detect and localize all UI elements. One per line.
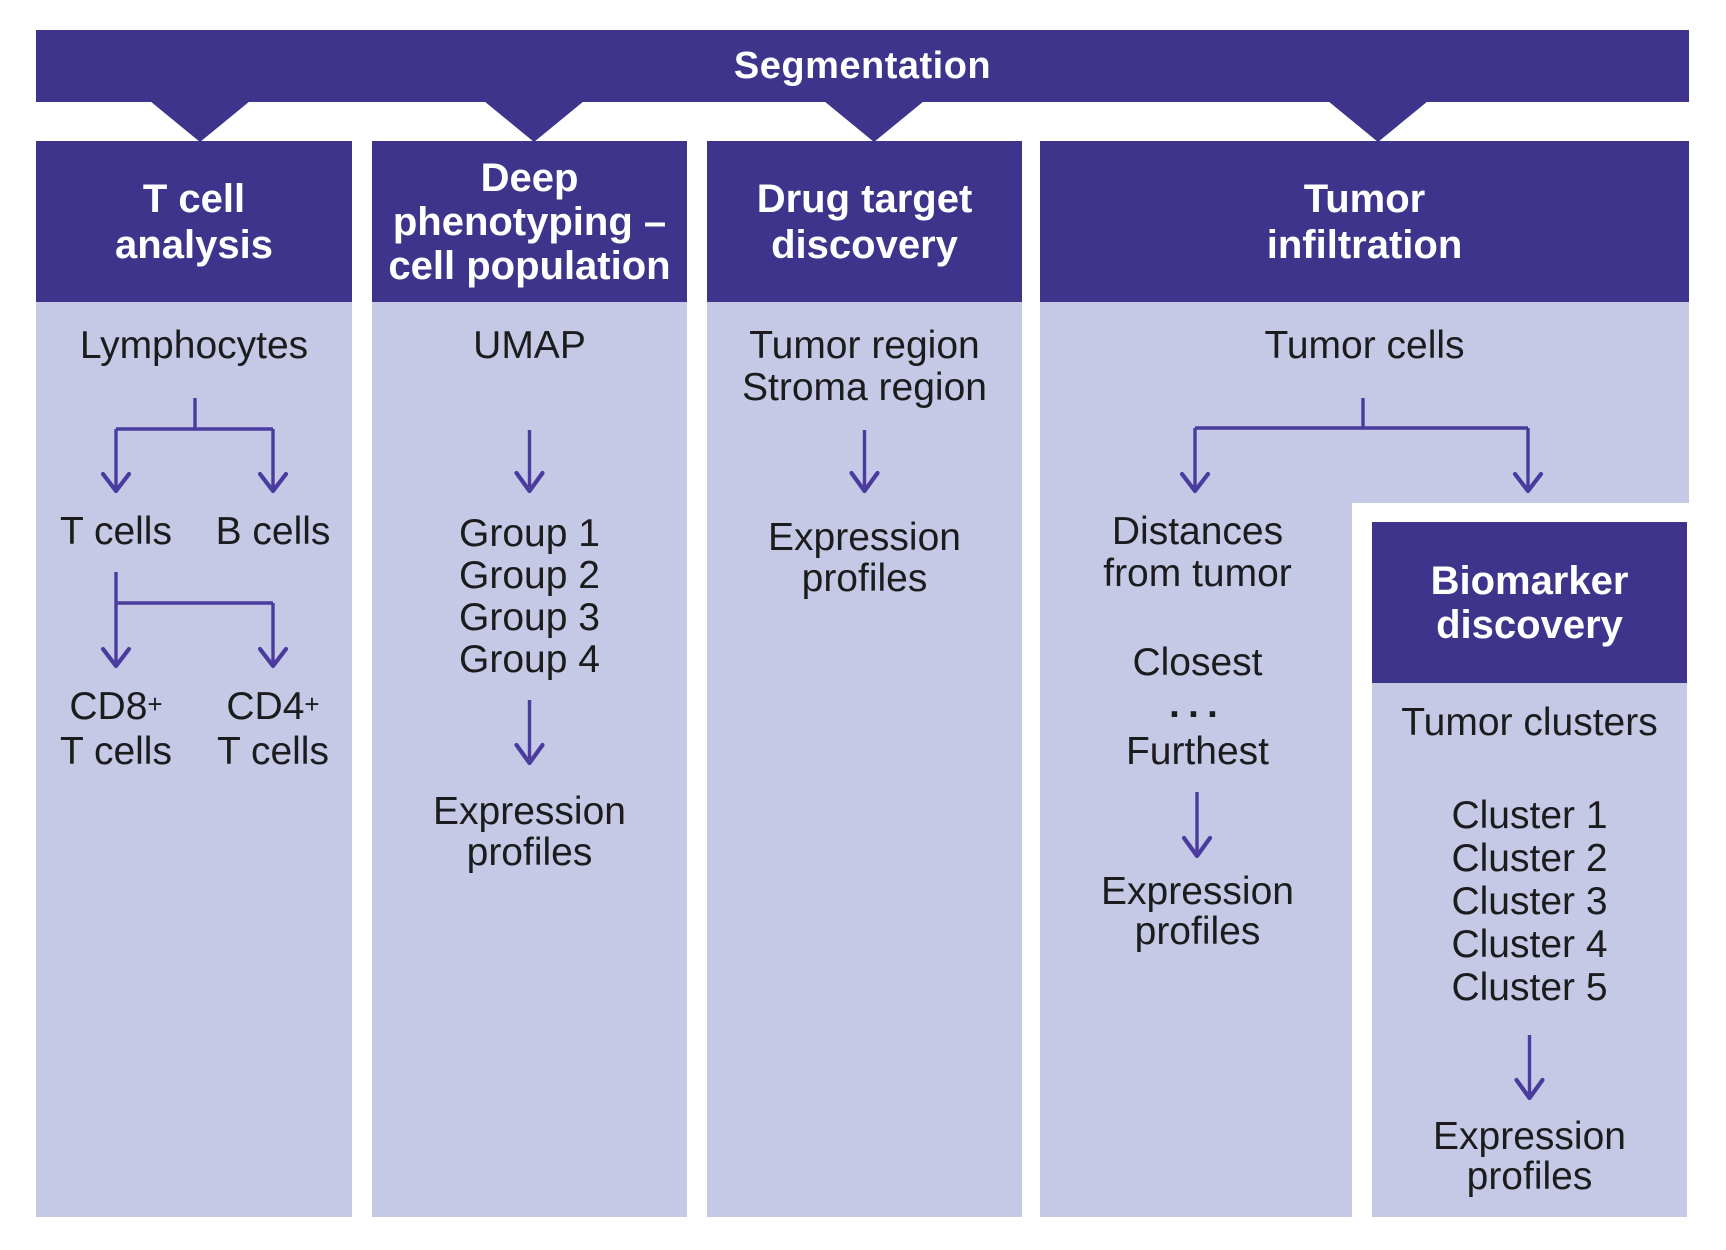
down-arrow-icon [849,430,880,494]
cell-type-label: T cells [60,730,172,773]
column-drug-target-discovery: Drug target discovery Tumor region Strom… [707,141,1022,1217]
node-lymphocytes: Lymphocytes [79,324,309,367]
column-body: Lymphocytes T cells B cells CD8+ T cells [36,302,352,1217]
node-expression-profiles: Expression profiles [1101,870,1294,953]
column-title-line: analysis [115,222,273,267]
column-header: Tumor infiltration [1040,141,1689,302]
column-body: UMAP Group 1 Group 2 Group 3 Group 4 Exp… [372,302,687,1217]
biomarker-header: Biomarker discovery [1372,522,1687,683]
branch-triangle-icon [824,101,924,142]
node-cd4-t-cells: CD4+ T cells [193,684,353,774]
node-cd8-t-cells: CD8+ T cells [36,684,196,774]
cluster-item: Cluster 2 [1451,837,1608,880]
column-title-line: discovery [771,222,958,267]
branch-triangle-icon [1328,101,1428,142]
ellipsis-dots: ··· [1169,693,1226,736]
cluster-item: Cluster 5 [1451,966,1608,1009]
column-title-line: Tumor [1303,176,1426,221]
biomarker-title-line: discovery [1436,602,1623,647]
node-regions: Tumor region Stroma region [707,325,1022,409]
node-expression-profiles: Expression profiles [1433,1115,1626,1198]
group-item: Group 1 [459,512,600,555]
biomarker-discovery-box: Biomarker discovery Tumor clusters Clust… [1372,522,1687,1217]
group-item: Group 4 [459,638,600,681]
branch-triangle-icon [484,101,584,142]
node-tumor-cells: Tumor cells [1264,324,1465,367]
node-umap: UMAP [473,324,586,367]
node-expression-profiles: Expression profiles [433,790,626,874]
node-clusters: Cluster 1 Cluster 2 Cluster 3 Cluster 4 … [1372,794,1687,1009]
node-groups: Group 1 Group 2 Group 3 Group 4 [372,513,687,681]
column-title-line: T cell [142,176,246,221]
column-t-cell-analysis: T cell analysis Lymphocytes T cells B ce… [36,141,352,1217]
node-furthest: Furthest [1125,730,1270,773]
cell-type-label: T cells [217,730,329,773]
column-tumor-infiltration: Tumor infiltration Tumor cells Distances… [1040,141,1689,1217]
column-title-line: cell population [388,243,671,288]
column-title-line: infiltration [1266,222,1463,267]
down-arrow-icon [514,430,545,766]
column-header: Drug target discovery [707,141,1022,302]
cell-type-label: CD8+ [69,685,163,728]
node-t-cells: T cells [60,510,172,553]
group-item: Group 2 [459,554,600,597]
branch-triangle-icon [150,101,250,142]
superscript-plus: + [147,689,163,719]
node-distances-from-tumor: Distances from tumor [1103,510,1292,595]
node-tumor-clusters: Tumor clusters [1401,701,1658,744]
node-expression-profiles: Expression profiles [768,516,961,600]
region-item: Stroma region [742,366,987,409]
region-item: Tumor region [749,324,980,367]
cell-type-label: CD4+ [226,685,320,728]
biomarker-body: Tumor clusters Cluster 1 Cluster 2 Clust… [1372,683,1687,1217]
column-header: T cell analysis [36,141,352,302]
segmentation-banner: Segmentation [36,30,1689,102]
column-body: Tumor region Stroma region Expression pr… [707,302,1022,1217]
column-deep-phenotyping: Deep phenotyping – cell population UMAP … [372,141,687,1217]
biomarker-title-line: Biomarker [1430,558,1629,603]
column-body: Tumor cells Distances from tumor Closest… [1040,302,1689,1217]
node-closest: Closest [1132,641,1263,684]
cluster-item: Cluster 1 [1451,794,1608,837]
superscript-plus: + [304,689,320,719]
cluster-item: Cluster 3 [1451,880,1608,923]
cluster-item: Cluster 4 [1451,923,1608,966]
column-header: Deep phenotyping – cell population [372,141,687,302]
column-title-line: Deep [480,155,579,200]
column-title-line: Drug target [756,176,973,221]
group-item: Group 3 [459,596,600,639]
banner-title: Segmentation [733,44,992,87]
node-b-cells: B cells [215,510,331,553]
column-title-line: phenotyping – [392,199,667,244]
